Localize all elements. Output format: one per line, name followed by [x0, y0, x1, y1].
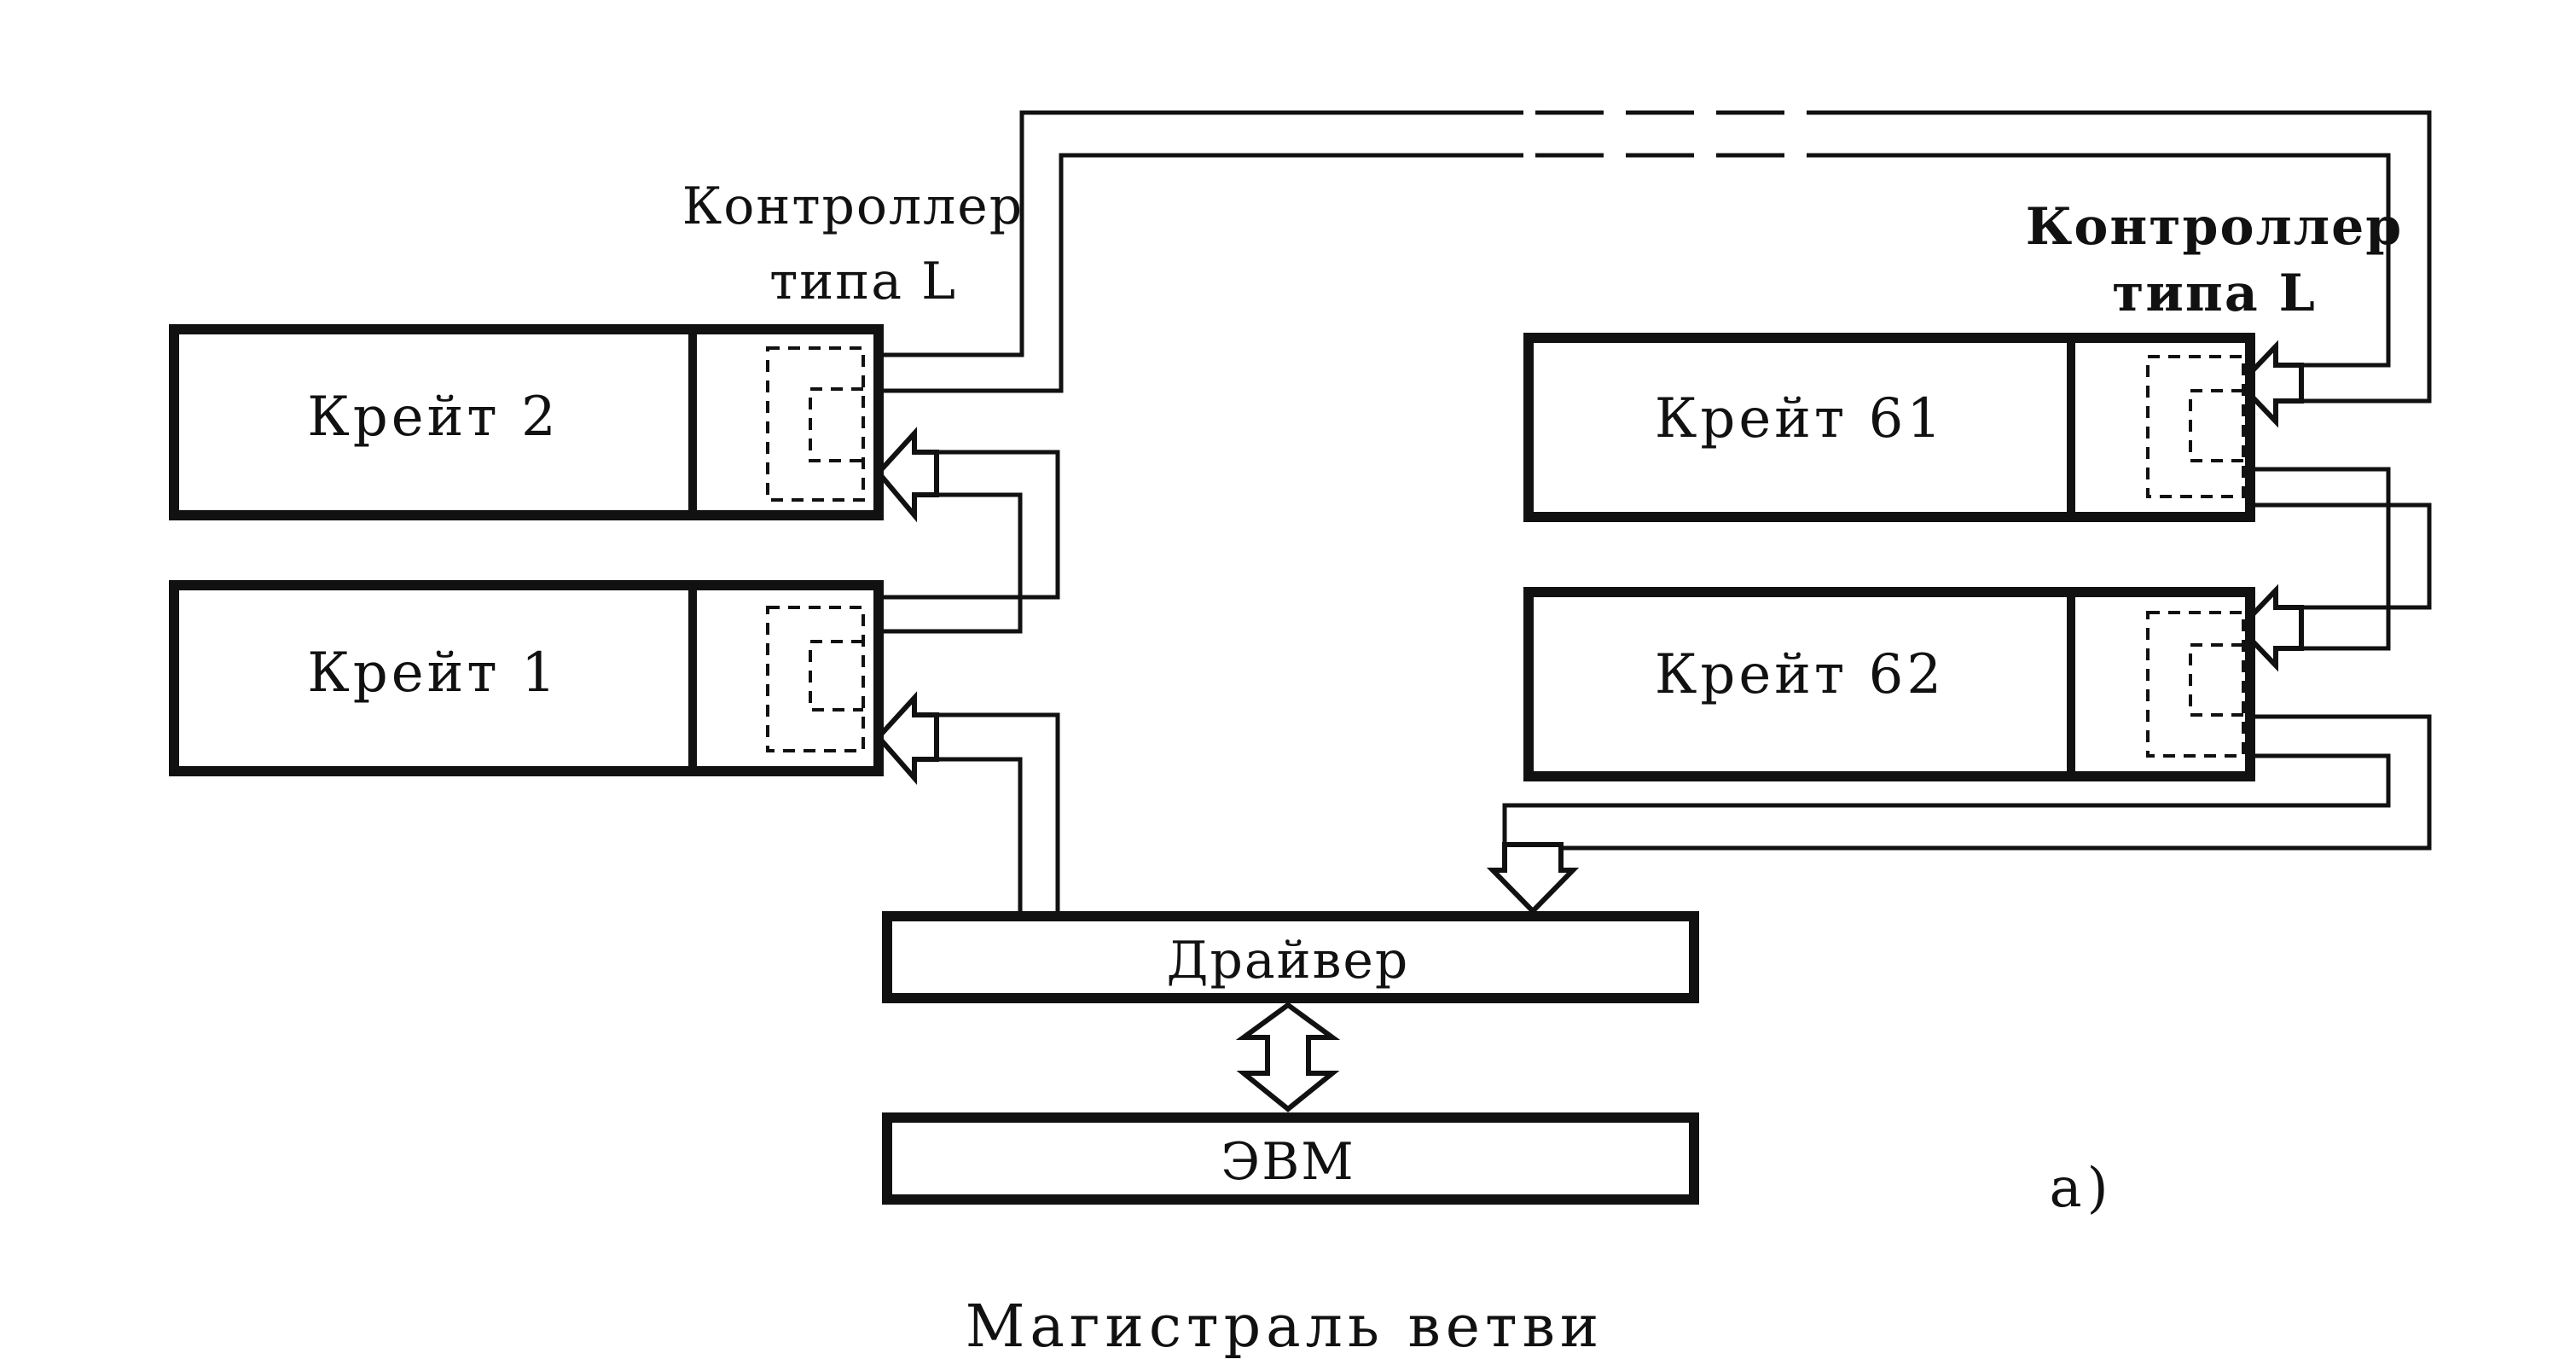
crate-61-label: Крейт 61 — [1655, 387, 1945, 450]
top-bypass-link — [879, 110, 2432, 404]
crate-62-label: Крейт 62 — [1655, 643, 1945, 706]
crate-1: Крейт 1 — [169, 580, 884, 776]
arrow-into-driver — [1486, 842, 1580, 915]
driver-computer-double-arrow — [1235, 1002, 1341, 1112]
controller-label-right-line2: типа L — [2112, 264, 2317, 323]
controller-label-left-line1: Контроллер — [682, 177, 1024, 236]
arrowheads — [874, 340, 2304, 915]
controller-label-right-line1: Контроллер — [2026, 197, 2403, 257]
crate-2-label: Крейт 2 — [307, 386, 560, 449]
computer-box: ЭВМ — [882, 1112, 1699, 1205]
controller-label-left-line2: типа L — [769, 252, 957, 311]
controller-label-right: Контроллер типа L — [2026, 197, 2403, 323]
left-branch-wires — [879, 450, 1060, 913]
computer-label: ЭВМ — [1221, 1132, 1355, 1192]
crate-2: Крейт 2 — [169, 324, 884, 520]
driver-box: Драйвер — [882, 911, 1699, 1003]
crate-1-label: Крейт 1 — [307, 642, 560, 705]
crate-62: Крейт 62 — [1523, 587, 2255, 781]
crate-61: Крейт 61 — [1523, 333, 2255, 522]
subfigure-mark: а) — [2049, 1157, 2113, 1220]
arrow-into-crate61-controller — [2236, 340, 2304, 428]
figure-caption: Магистраль ветви — [966, 1293, 1604, 1361]
controller-label-left: Контроллер типа L — [682, 177, 1024, 311]
arrow-into-crate62-controller — [2236, 584, 2304, 672]
arrow-into-crate2-controller — [875, 427, 939, 523]
driver-label: Драйвер — [1167, 931, 1410, 990]
arrow-into-crate1-controller — [874, 691, 939, 785]
